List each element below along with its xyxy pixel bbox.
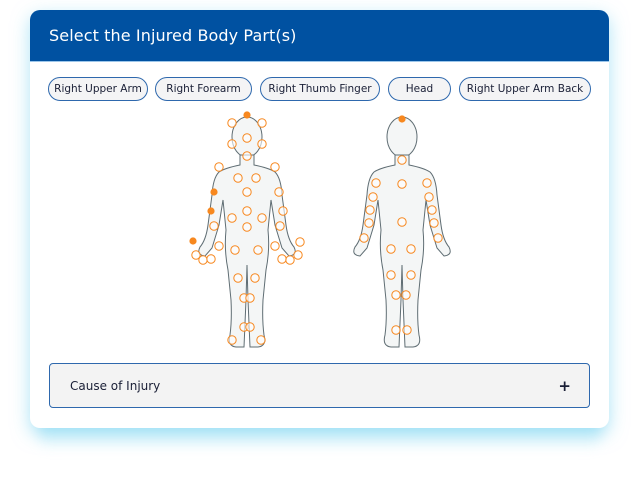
front-hotspot[interactable] — [245, 293, 255, 303]
front-hotspot[interactable] — [257, 118, 267, 128]
back-hotspot[interactable] — [401, 290, 411, 300]
back-hotspot[interactable] — [397, 155, 407, 165]
front-hotspot[interactable] — [227, 335, 237, 345]
back-hotspot-selected[interactable] — [398, 115, 406, 123]
cause-of-injury-accordion[interactable]: Cause of Injury + — [49, 363, 590, 408]
front-hotspot[interactable] — [227, 213, 237, 223]
back-hotspot[interactable] — [429, 218, 439, 228]
plus-icon[interactable]: + — [558, 376, 571, 395]
front-hotspot[interactable] — [270, 241, 280, 251]
front-hotspot-selected[interactable] — [207, 207, 215, 215]
front-hotspot[interactable] — [285, 255, 295, 265]
chip-right-upper-arm[interactable]: Right Upper Arm — [48, 77, 148, 101]
front-hotspot[interactable] — [270, 162, 280, 172]
front-hotspot[interactable] — [251, 173, 261, 183]
front-hotspot[interactable] — [277, 254, 287, 264]
front-hotspot[interactable] — [295, 237, 305, 247]
back-hotspot[interactable] — [397, 217, 407, 227]
hotspot-layer — [189, 111, 443, 345]
back-hotspot[interactable] — [422, 178, 432, 188]
back-body-figure — [353, 116, 451, 348]
back-hotspot[interactable] — [371, 178, 381, 188]
front-hotspot[interactable] — [278, 206, 288, 216]
front-hotspot[interactable] — [214, 162, 224, 172]
front-hotspot[interactable] — [242, 206, 252, 216]
front-hotspot[interactable] — [227, 139, 237, 149]
back-hotspot[interactable] — [406, 244, 416, 254]
front-hotspot[interactable] — [233, 173, 243, 183]
front-hotspot[interactable] — [233, 273, 243, 283]
front-hotspot[interactable] — [242, 187, 252, 197]
front-hotspot[interactable] — [209, 221, 219, 231]
chip-right-upper-arm-back[interactable]: Right Upper Arm Back — [459, 77, 591, 101]
front-hotspot-selected[interactable] — [243, 111, 251, 119]
back-hotspot[interactable] — [386, 270, 396, 280]
front-hotspot[interactable] — [274, 187, 284, 197]
back-hotspot[interactable] — [433, 233, 443, 243]
back-hotspot[interactable] — [386, 244, 396, 254]
card-header: Select the Injured Body Part(s) — [30, 10, 609, 62]
back-hotspot[interactable] — [364, 218, 374, 228]
back-hotspot[interactable] — [391, 325, 401, 335]
chip-head[interactable]: Head — [388, 77, 451, 101]
back-hotspot[interactable] — [368, 192, 378, 202]
back-hotspot[interactable] — [359, 233, 369, 243]
body-part-card: Select the Injured Body Part(s) Right Up… — [30, 10, 609, 428]
front-hotspot[interactable] — [250, 273, 260, 283]
back-hotspot[interactable] — [391, 290, 401, 300]
back-hotspot[interactable] — [365, 205, 375, 215]
back-hotspot[interactable] — [397, 179, 407, 189]
back-hotspot[interactable] — [402, 325, 412, 335]
front-hotspot[interactable] — [256, 335, 266, 345]
front-hotspot[interactable] — [191, 250, 201, 260]
front-hotspot[interactable] — [214, 241, 224, 251]
front-hotspot[interactable] — [242, 133, 252, 143]
front-hotspot[interactable] — [198, 255, 208, 265]
chip-right-thumb-finger[interactable]: Right Thumb Finger — [260, 77, 380, 101]
front-hotspot[interactable] — [227, 118, 237, 128]
front-hotspot[interactable] — [242, 222, 252, 232]
front-hotspot[interactable] — [230, 245, 240, 255]
back-hotspot[interactable] — [406, 270, 416, 280]
front-hotspot-selected[interactable] — [210, 188, 218, 196]
front-hotspot[interactable] — [257, 213, 267, 223]
page-title: Select the Injured Body Part(s) — [49, 26, 297, 45]
back-hotspot[interactable] — [424, 192, 434, 202]
front-hotspot[interactable] — [245, 322, 255, 332]
accordion-label: Cause of Injury — [70, 378, 161, 393]
front-hotspot-selected[interactable] — [189, 237, 197, 245]
front-hotspot[interactable] — [293, 250, 303, 260]
front-hotspot[interactable] — [275, 221, 285, 231]
front-hotspot[interactable] — [257, 139, 267, 149]
back-hotspot[interactable] — [427, 205, 437, 215]
chip-right-forearm[interactable]: Right Forearm — [155, 77, 252, 101]
front-hotspot[interactable] — [242, 151, 252, 161]
front-body-figure — [198, 116, 296, 348]
front-hotspot[interactable] — [253, 245, 263, 255]
front-hotspot[interactable] — [206, 254, 216, 264]
